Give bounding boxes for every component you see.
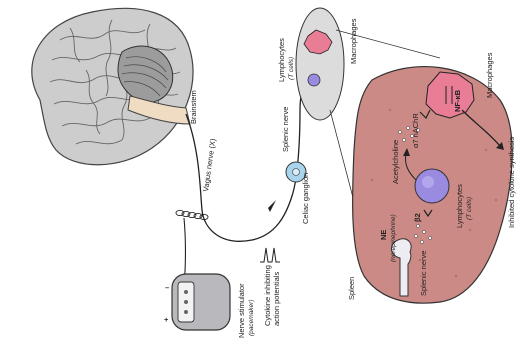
t-cells-inset-label: (T cells)	[466, 197, 473, 220]
macrophages-top-label: Macrophages	[349, 18, 358, 64]
lymphocytes-top-label: Lymphocytes	[277, 38, 286, 82]
inhibited-synthesis-label: Inhibited cytokine synthesis	[507, 136, 516, 228]
nerve-signal-arrow	[268, 200, 276, 212]
vagus-nerve-label: Vagus nerve (X)	[201, 137, 217, 192]
norepinephrine-label: (norepinephrine)	[390, 214, 397, 262]
action-potentials-label-line1: Cytokine inhibiting	[263, 265, 272, 326]
overview-lymphocyte	[308, 74, 320, 86]
spleen-label: Spleen	[347, 277, 356, 300]
nerve-stimulator-device: – +	[164, 274, 230, 330]
macrophages-inset-label: Macrophages	[485, 52, 494, 98]
brain	[32, 8, 193, 164]
ne-label: NE	[379, 230, 388, 240]
action-potential-waveform	[260, 248, 280, 262]
a7-nachr-label: α7 nAChR	[411, 113, 420, 148]
spleen-cells-overview	[296, 8, 344, 120]
acetylcholine-label: Acetylcholine	[391, 140, 400, 184]
brainstem-label: Brainstem	[189, 90, 198, 124]
spleen-inset	[353, 67, 513, 304]
minus-terminal-label: –	[165, 283, 169, 292]
plus-terminal-label: +	[164, 315, 169, 324]
nfkb-label: NF-κB	[453, 89, 462, 112]
nerve-stimulator-label: Nerve stimulator	[237, 283, 246, 338]
action-potentials-label-line2: action potentials	[272, 272, 281, 326]
inset-splenic-nerve-label: Splenic nerve	[419, 251, 428, 296]
splenic-nerve-label: Splenic nerve	[281, 107, 290, 152]
pacemaker-label: (pacemaker)	[248, 300, 255, 336]
lymphocytes-inset-label: Lymphocytes	[455, 184, 464, 228]
beta2-label: β2	[413, 213, 422, 222]
overview-oval	[296, 8, 344, 120]
celiac-ganglion-label: Celiac ganglion	[301, 173, 310, 224]
t-cells-top-label: (T cells)	[288, 57, 295, 80]
